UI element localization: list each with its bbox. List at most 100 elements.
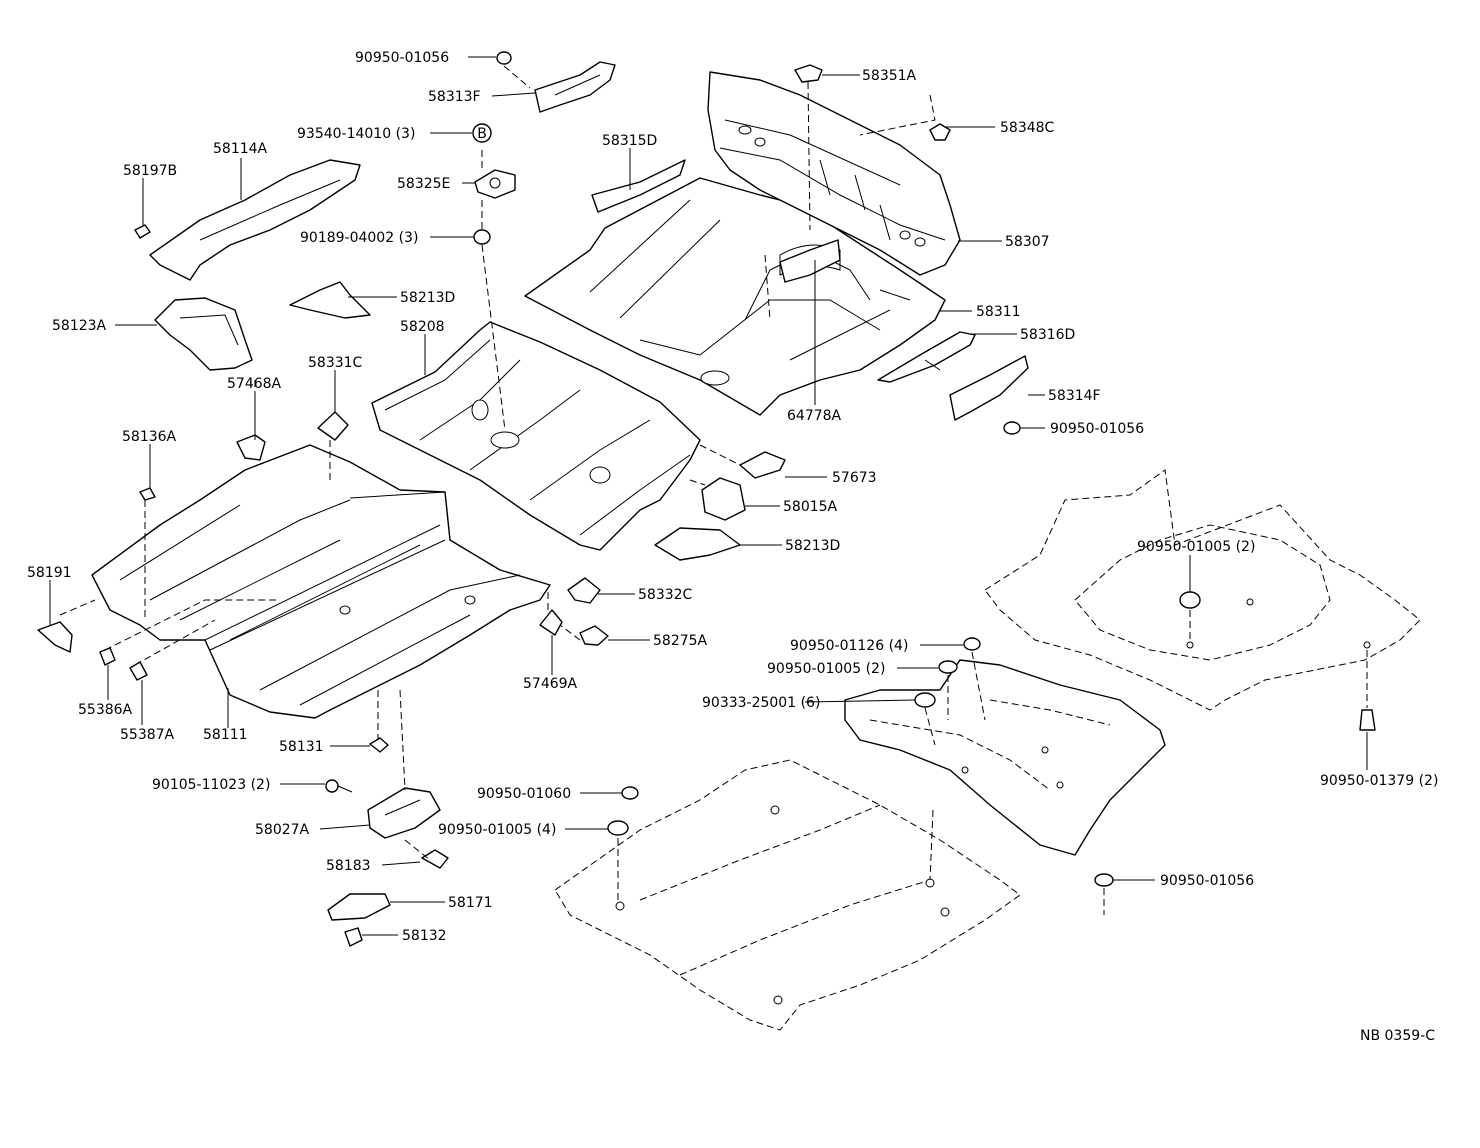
clip-90950-01379 [1359, 709, 1376, 731]
label-57673: 57673 [832, 470, 877, 486]
label-58114A: 58114A [213, 141, 268, 157]
part-58114A [149, 159, 361, 281]
part-58123A [154, 297, 253, 371]
rear-panel-58307 [707, 71, 961, 276]
assembly-dashed-lines [59, 65, 1368, 915]
part-58171 [327, 893, 391, 921]
label-58315D: 58315D [602, 133, 657, 149]
label-90950-01005-m: 90950-01005 (2) [767, 661, 885, 677]
part-90189-nut [473, 229, 491, 245]
center-floor-silencer-pad [844, 659, 1166, 856]
part-57469A [539, 609, 563, 636]
label-58027A: 58027A [255, 822, 310, 838]
label-90189-04002: 90189-04002 (3) [300, 230, 418, 246]
label-57468A: 57468A [227, 376, 282, 392]
part-58275A [579, 625, 609, 646]
clip-90950-01126 [963, 637, 981, 651]
part-58315D [591, 159, 686, 213]
label-55387A: 55387A [120, 727, 175, 743]
label-90950-01056-bot: 90950-01056 [1160, 873, 1254, 889]
label-58131: 58131 [279, 739, 324, 755]
label-90950-01060: 90950-01060 [477, 786, 571, 802]
label-58316D: 58316D [1020, 327, 1075, 343]
label-90950-01056-right: 90950-01056 [1050, 421, 1144, 437]
label-93540-14010: 93540-14010 (3) [297, 126, 415, 142]
clip-90950-01060 [621, 786, 639, 800]
label-58314F: 58314F [1048, 388, 1101, 404]
label-58197B: 58197B [123, 163, 177, 179]
label-58171: 58171 [448, 895, 493, 911]
label-64778A: 64778A [787, 408, 842, 424]
label-58111: 58111 [203, 727, 248, 743]
label-55386A: 55386A [78, 702, 133, 718]
clip-90950-01056-bot [1094, 873, 1114, 887]
part-57468A [236, 434, 266, 461]
label-58307: 58307 [1005, 234, 1050, 250]
clip-90333 [914, 692, 936, 708]
b-marker-label: B [477, 126, 487, 142]
label-90333-25001: 90333-25001 (6) [702, 695, 820, 711]
label-58213D-top: 58213D [400, 290, 455, 306]
label-90950-01126: 90950-01126 (4) [790, 638, 908, 654]
label-57469A: 57469A [523, 676, 578, 692]
part-58316D [877, 331, 976, 383]
label-58136A: 58136A [122, 429, 177, 445]
part-58348C [929, 123, 951, 141]
label-58183: 58183 [326, 858, 371, 874]
part-90950-01056-right [1003, 421, 1021, 435]
part-58183 [421, 849, 449, 869]
label-58208: 58208 [400, 319, 445, 335]
diagram-reference-code: NB 0359-C [1360, 1028, 1435, 1044]
part-58325E [474, 169, 516, 199]
clip-90950-01005-r [1179, 591, 1201, 609]
label-58325E: 58325E [397, 176, 450, 192]
part-58213D-mid [654, 527, 741, 561]
part-58197B [134, 224, 151, 239]
label-58275A: 58275A [653, 633, 708, 649]
part-58015A [701, 477, 746, 521]
part-58351A [794, 64, 823, 83]
label-58311: 58311 [976, 304, 1021, 320]
front-floor-pan-58111 [91, 444, 551, 719]
part-58213D-upper [289, 281, 371, 319]
label-58351A: 58351A [862, 68, 917, 84]
label-58191: 58191 [27, 565, 72, 581]
part-58027A [367, 787, 441, 839]
label-90950-01005-r: 90950-01005 (2) [1137, 539, 1255, 555]
part-90950-01056-top [496, 51, 512, 65]
callout-labels: 90950-01056 58313F 93540-14010 (3) 58325… [27, 50, 1438, 1044]
part-58313F [534, 61, 616, 113]
part-58332C [567, 577, 601, 604]
center-floor-crossmember-58208 [371, 321, 701, 551]
fastener-93540-b: B [472, 123, 492, 143]
label-58132: 58132 [402, 928, 447, 944]
clip-90950-01005-4 [607, 820, 629, 836]
part-64778A [779, 239, 841, 283]
part-58131 [369, 737, 389, 753]
part-57673 [739, 451, 786, 479]
label-90950-01005-4: 90950-01005 (4) [438, 822, 556, 838]
part-58331C [317, 411, 349, 441]
part-58132 [344, 927, 363, 947]
part-58136A [139, 487, 156, 501]
part-58314F [949, 355, 1029, 421]
rear-floor-silencer-pad [984, 469, 1421, 711]
label-90105-11023: 90105-11023 (2) [152, 777, 270, 793]
front-floor-silencer-pad [554, 759, 1021, 1031]
label-58348C: 58348C [1000, 120, 1055, 136]
label-58015A: 58015A [783, 499, 838, 515]
clip-90950-01005-m [938, 660, 958, 674]
label-58332C: 58332C [638, 587, 693, 603]
part-55386A [99, 647, 116, 666]
leader-lines [49, 56, 1368, 936]
part-90105-bolt [325, 779, 353, 793]
label-58123A: 58123A [52, 318, 107, 334]
label-58213D-mid: 58213D [785, 538, 840, 554]
label-58331C: 58331C [308, 355, 363, 371]
label-58313F: 58313F [428, 89, 481, 105]
part-55387A [129, 661, 148, 681]
label-90950-01379: 90950-01379 (2) [1320, 773, 1438, 789]
label-90950-01056-top: 90950-01056 [355, 50, 449, 66]
